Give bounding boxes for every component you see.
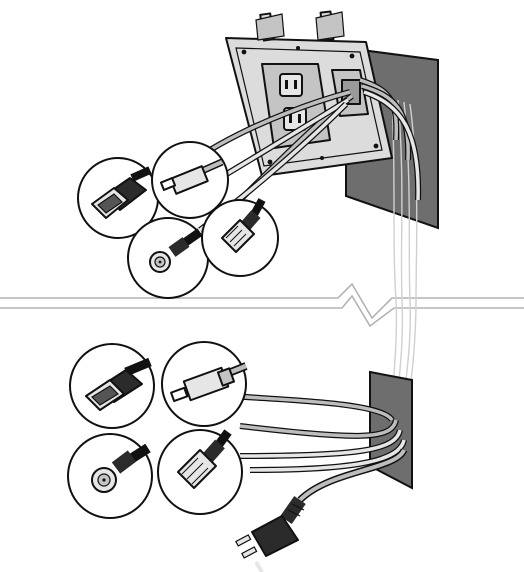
upper-hdmi-plug-icon [77,157,159,239]
lower-rj45-plug-icon [157,429,243,515]
power-plug-icon [235,495,306,572]
lower-mini-hdmi-plug-icon [161,341,248,427]
upper-mini-hdmi-plug-icon [151,141,229,219]
upper-coax-f-plug-icon [127,217,209,299]
wall-break-line [0,282,524,328]
upper-rj45-plug-icon [201,198,279,277]
lower-coax-f-plug-icon [67,433,153,519]
lower-hdmi-plug-icon [69,343,155,429]
